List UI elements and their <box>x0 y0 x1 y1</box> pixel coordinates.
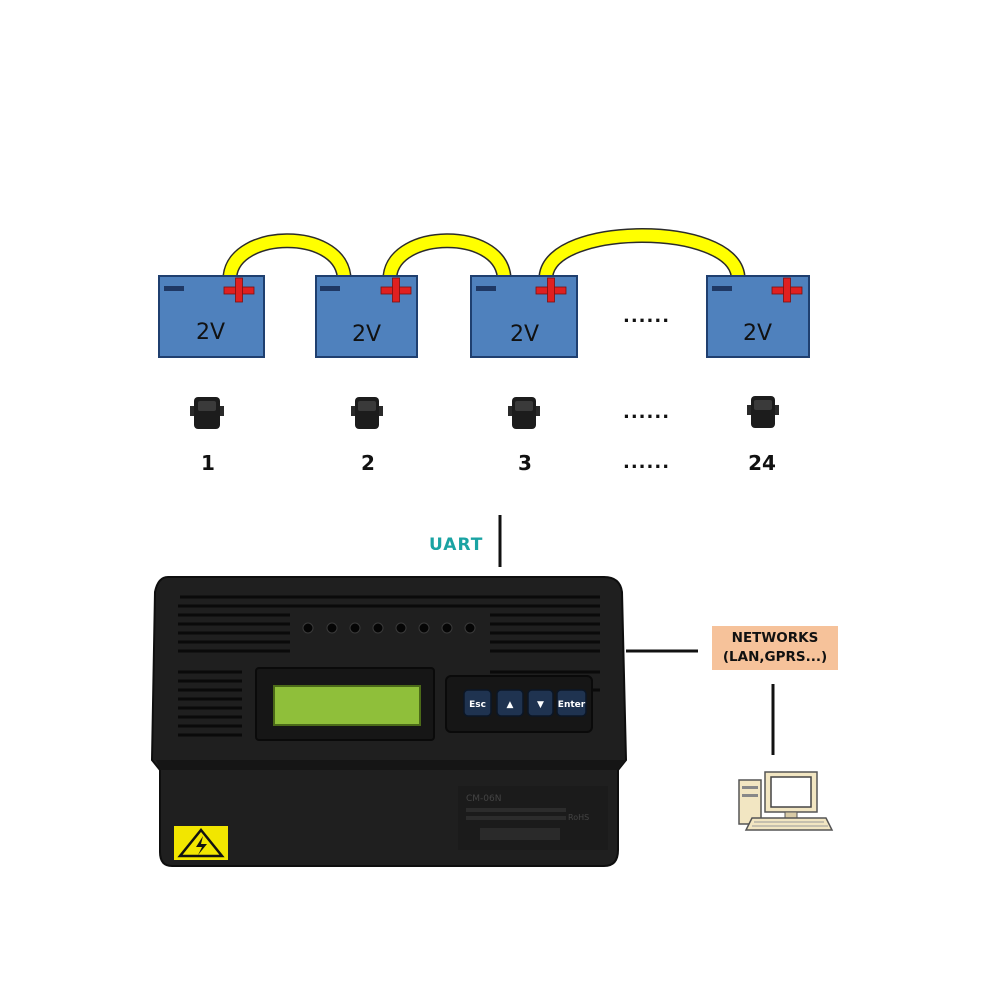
down-arrow-key-label: ▼ <box>537 700 544 710</box>
networks-types: (LAN,GPRS...) <box>712 648 838 667</box>
esc-key-label: Esc <box>469 700 486 710</box>
sensor-module-24-icon <box>747 396 779 428</box>
networks-title: NETWORKS <box>712 629 838 648</box>
battery-ellipsis: ...... <box>623 306 670 327</box>
battery-24-voltage: 2V <box>743 321 772 346</box>
number-ellipsis: ...... <box>623 452 670 473</box>
battery-3-voltage: 2V <box>510 322 539 347</box>
sensor-number-1: 1 <box>183 451 233 475</box>
device-model-text: CM-06N <box>466 794 501 804</box>
battery-1-voltage: 2V <box>196 320 225 345</box>
sensor-module-2-icon <box>351 397 383 429</box>
rohs-mark-text: RoHS <box>568 813 589 822</box>
enter-key-label: Enter <box>558 700 586 710</box>
minus-terminal-icon <box>164 286 184 291</box>
enter-key-button[interactable]: Enter <box>557 690 586 716</box>
minus-terminal-icon <box>712 286 732 291</box>
sensor-ellipsis: ...... <box>623 402 670 423</box>
monitoring-device: CM-06N RoHS <box>152 577 626 866</box>
esc-key-button[interactable]: Esc <box>464 690 491 716</box>
up-arrow-key-label: ▲ <box>507 700 514 710</box>
uart-label: UART <box>429 535 483 555</box>
networks-box: NETWORKS (LAN,GPRS...) <box>712 626 838 670</box>
minus-terminal-icon <box>476 286 496 291</box>
sensor-module-3-icon <box>508 397 540 429</box>
high-voltage-warning-icon <box>174 826 228 860</box>
battery-2-voltage: 2V <box>352 322 381 347</box>
down-arrow-key-button[interactable]: ▼ <box>528 690 553 716</box>
sensor-number-24: 24 <box>737 451 787 475</box>
sensor-number-3: 3 <box>500 451 550 475</box>
minus-terminal-icon <box>320 286 340 291</box>
lcd-display <box>274 686 420 725</box>
sensor-number-2: 2 <box>343 451 393 475</box>
sensor-module-1-icon <box>190 397 224 429</box>
up-arrow-key-button[interactable]: ▲ <box>497 690 523 716</box>
cables <box>230 236 738 277</box>
desktop-computer-icon <box>739 772 832 830</box>
